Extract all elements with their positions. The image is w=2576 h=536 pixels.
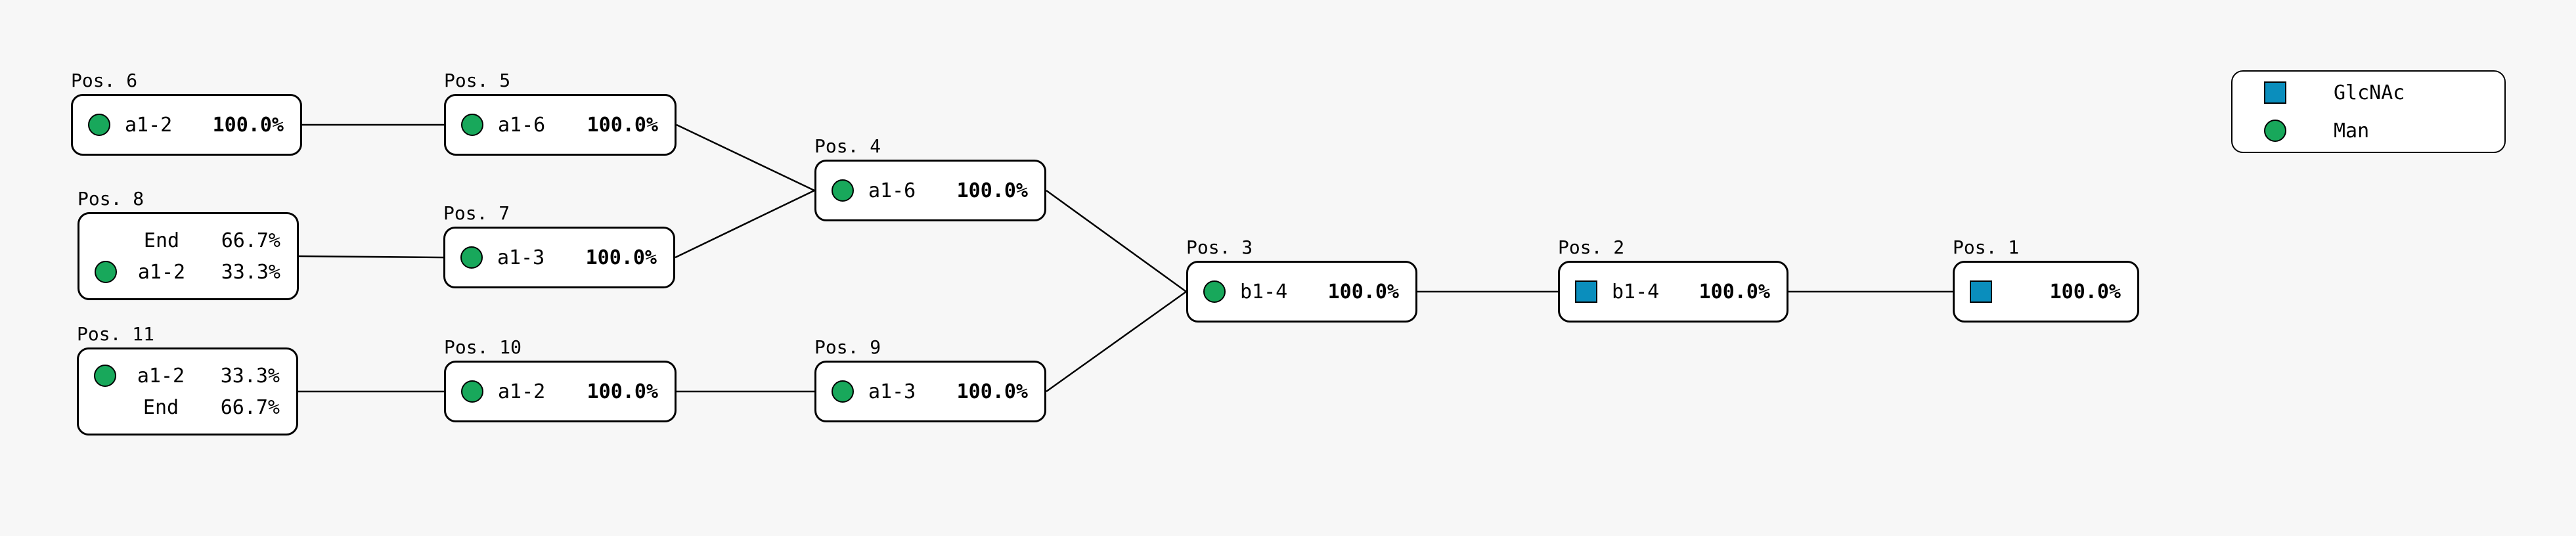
node-row: 100.0% bbox=[1955, 263, 2137, 321]
linkage-label: a1-2 bbox=[498, 380, 546, 403]
node-position-label: Pos. 2 bbox=[1558, 236, 1625, 258]
node-row: a1-6 100.0% bbox=[446, 96, 675, 154]
node-position-label: Pos. 7 bbox=[443, 202, 510, 224]
node-row: End 66.7% bbox=[79, 391, 296, 423]
man-circle-icon bbox=[2264, 120, 2286, 142]
node-pos-11: Pos. 11 a1-2 33.3% End 66.7% bbox=[77, 323, 298, 436]
node-row: a1-6 100.0% bbox=[816, 162, 1044, 219]
node-pos-8: Pos. 8 End 66.7% a1-2 33.3% bbox=[78, 188, 299, 300]
linkage-label: a1-3 bbox=[497, 246, 545, 269]
percentage-value: 100.0% bbox=[956, 179, 1028, 202]
percentage-value: 100.0% bbox=[1327, 280, 1399, 303]
man-circle-icon bbox=[461, 114, 483, 136]
node-pos-1: Pos. 1 100.0% bbox=[1953, 236, 2139, 323]
node-pos-2: Pos. 2 b1-4 100.0% bbox=[1558, 236, 1788, 323]
node-row: b1-4 100.0% bbox=[1560, 263, 1787, 321]
man-circle-icon bbox=[832, 179, 854, 202]
edge-pos-7-pos-4 bbox=[675, 189, 815, 259]
man-circle-icon bbox=[94, 365, 116, 387]
node-row: a1-2 33.3% bbox=[79, 256, 297, 288]
node-pos-3: Pos. 3 b1-4 100.0% bbox=[1186, 236, 1417, 323]
percentage-value: 66.7% bbox=[220, 395, 280, 419]
node-pos-7: Pos. 7 a1-3 100.0% bbox=[443, 202, 675, 288]
man-circle-icon bbox=[1203, 280, 1226, 303]
node-position-label: Pos. 4 bbox=[814, 135, 881, 157]
legend: GlcNAc Man bbox=[2231, 70, 2506, 153]
node-row: a1-2 100.0% bbox=[73, 96, 300, 154]
linkage-label: End bbox=[143, 229, 180, 252]
edge-pos-4-pos-3 bbox=[1046, 189, 1187, 293]
percentage-value: 100.0% bbox=[2049, 280, 2121, 303]
glcnac-square-icon bbox=[1575, 280, 1597, 303]
node-pos-4: Pos. 4 a1-6 100.0% bbox=[814, 135, 1046, 221]
edge-pos-8-pos-7 bbox=[298, 255, 444, 259]
linkage-label: a1-2 bbox=[137, 260, 186, 284]
percentage-value: 100.0% bbox=[956, 380, 1028, 403]
linkage-label: a1-6 bbox=[868, 179, 916, 202]
node-pos-5: Pos. 5 a1-6 100.0% bbox=[444, 70, 677, 156]
percentage-value: 100.0% bbox=[212, 113, 284, 137]
edge-pos-9-pos-3 bbox=[1046, 290, 1187, 393]
man-circle-icon bbox=[460, 246, 483, 269]
legend-item-man: Man bbox=[2232, 112, 2504, 150]
node-position-label: Pos. 8 bbox=[78, 188, 144, 210]
node-position-label: Pos. 9 bbox=[814, 336, 881, 358]
man-circle-icon bbox=[88, 114, 110, 136]
linkage-label: a1-3 bbox=[868, 380, 916, 403]
glcnac-square-icon bbox=[2264, 81, 2286, 104]
node-pos-10: Pos. 10 a1-2 100.0% bbox=[444, 336, 677, 422]
linkage-label: a1-2 bbox=[137, 364, 185, 388]
linkage-label: a1-6 bbox=[498, 113, 546, 137]
man-circle-icon bbox=[95, 261, 117, 283]
linkage-label: b1-4 bbox=[1612, 280, 1660, 303]
edge-pos-5-pos-4 bbox=[676, 123, 815, 192]
man-circle-icon bbox=[832, 380, 854, 403]
node-row: a1-3 100.0% bbox=[445, 229, 673, 286]
node-position-label: Pos. 11 bbox=[77, 323, 155, 345]
node-row: b1-4 100.0% bbox=[1188, 263, 1415, 321]
percentage-value: 66.7% bbox=[221, 229, 280, 252]
legend-label: GlcNAc bbox=[2334, 81, 2405, 104]
linkage-label: b1-4 bbox=[1240, 280, 1288, 303]
node-row: End 66.7% bbox=[79, 225, 297, 256]
node-position-label: Pos. 1 bbox=[1953, 236, 2020, 258]
linkage-label: End bbox=[143, 395, 179, 419]
percentage-value: 33.3% bbox=[220, 364, 280, 388]
node-position-label: Pos. 10 bbox=[444, 336, 522, 358]
node-position-label: Pos. 3 bbox=[1186, 236, 1253, 258]
node-pos-9: Pos. 9 a1-3 100.0% bbox=[814, 336, 1046, 422]
node-row: a1-3 100.0% bbox=[816, 363, 1044, 420]
linkage-label: a1-2 bbox=[125, 113, 173, 137]
legend-label: Man bbox=[2334, 119, 2370, 143]
percentage-value: 100.0% bbox=[585, 246, 657, 269]
glcnac-square-icon bbox=[1970, 280, 1992, 303]
legend-item-glcnac: GlcNAc bbox=[2232, 74, 2504, 112]
percentage-value: 100.0% bbox=[1699, 280, 1770, 303]
node-position-label: Pos. 5 bbox=[444, 70, 511, 91]
node-row: a1-2 33.3% bbox=[79, 360, 296, 391]
node-pos-6: Pos. 6 a1-2 100.0% bbox=[71, 70, 302, 156]
percentage-value: 33.3% bbox=[221, 260, 280, 284]
man-circle-icon bbox=[461, 380, 483, 403]
node-position-label: Pos. 6 bbox=[71, 70, 138, 91]
percentage-value: 100.0% bbox=[587, 113, 658, 137]
node-row: a1-2 100.0% bbox=[446, 363, 675, 420]
percentage-value: 100.0% bbox=[587, 380, 658, 403]
